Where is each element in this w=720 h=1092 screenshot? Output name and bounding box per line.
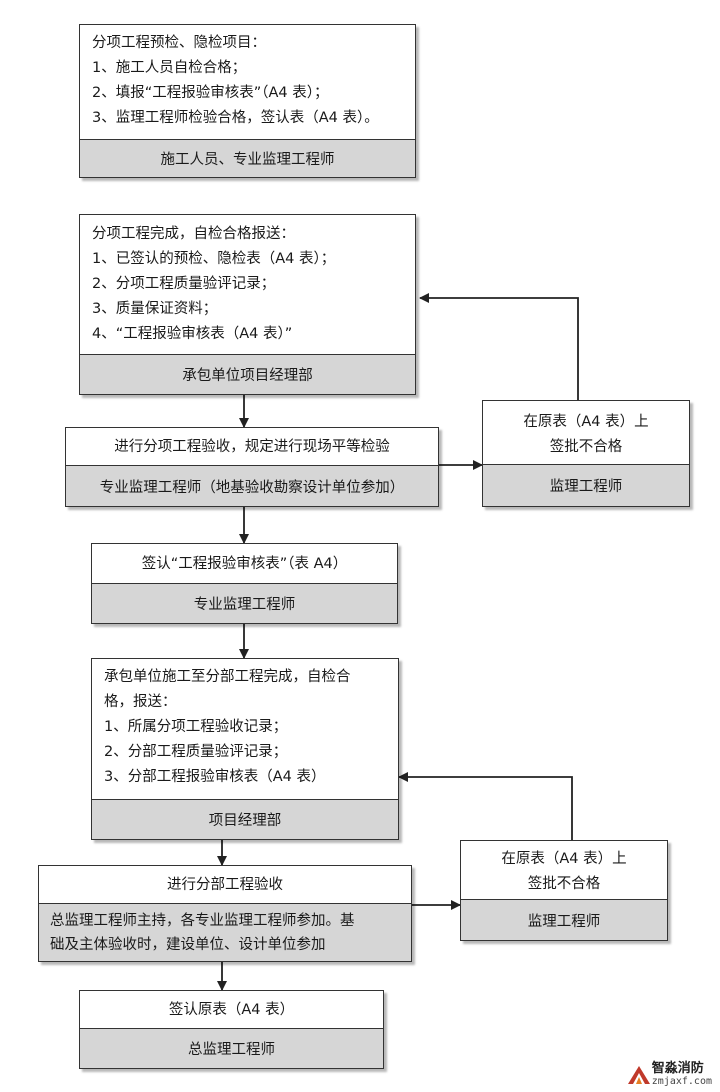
step-text-line: 格，报送：	[104, 694, 177, 710]
step-box-sign-original: 签认原表（A4 表） 总监理工程师	[79, 990, 384, 1069]
watermark-name: 智淼消防	[651, 1061, 704, 1076]
step-role: 项目经理部	[92, 799, 398, 839]
step-text-line: 3、分部工程报验审核表（A4 表）	[104, 769, 326, 785]
step-action: 签认原表（A4 表）	[168, 1001, 295, 1018]
step-role: 专业监理工程师	[92, 583, 397, 623]
step-text-line: 分项工程预检、隐检项目：	[92, 35, 266, 51]
reject-box-1: 在原表（A4 表）上 签批不合格 监理工程师	[482, 400, 690, 507]
reject-role: 监理工程师	[461, 899, 667, 940]
watermark-logo: 智淼消防 zmjaxf.com	[626, 1062, 712, 1088]
arrow-reject1-to-box2	[419, 293, 579, 400]
step-box-subitem-complete: 分项工程完成，自检合格报送： 1、已签认的预检、隐检表（A4 表）； 2、分项工…	[79, 214, 416, 395]
arrow-reject2-to-box5	[398, 772, 573, 840]
reject-text-line: 在原表（A4 表）上	[501, 851, 627, 867]
step-box-division-acceptance: 进行分部工程验收 总监理工程师主持，各专业监理工程师参加。基 础及主体验收时，建…	[38, 865, 412, 962]
step-box-division-complete: 承包单位施工至分部工程完成，自检合 格，报送： 1、所属分项工程验收记录； 2、…	[91, 658, 399, 840]
step-text-line: 4、“工程报验审核表（A4 表）”	[92, 326, 293, 342]
step-text-line: 2、分项工程质量验评记录；	[92, 276, 276, 292]
reject-text-line: 签批不合格	[527, 876, 601, 892]
reject-box-2: 在原表（A4 表）上 签批不合格 监理工程师	[460, 840, 668, 941]
step-text-line: 3、监理工程师检验合格，签认表（A4 表）。	[92, 110, 379, 126]
step-action: 进行分部工程验收	[167, 876, 283, 893]
step-role: 总监理工程师	[80, 1028, 383, 1068]
watermark-url: zmjaxf.com	[651, 1076, 712, 1087]
step-text-line: 分项工程完成，自检合格报送：	[92, 226, 295, 242]
step-text-line: 1、已签认的预检、隐检表（A4 表）；	[92, 251, 336, 267]
step-role: 专业监理工程师（地基验收勘察设计单位参加）	[66, 465, 438, 506]
step-text-line: 2、填报“工程报验审核表”（A4 表）；	[92, 85, 329, 101]
step-role: 施工人员、专业监理工程师	[80, 139, 415, 177]
step-action: 进行分项工程验收，规定进行现场平等检验	[114, 438, 390, 455]
step-text-line: 1、所属分项工程验收记录；	[104, 719, 288, 735]
flame-logo-icon	[627, 1066, 650, 1084]
step-box-sign-report: 签认“工程报验审核表”（表 A4） 专业监理工程师	[91, 543, 398, 624]
step-role-multiline: 总监理工程师主持，各专业监理工程师参加。基 础及主体验收时，建设单位、设计单位参…	[39, 903, 411, 961]
step-box-inspection-items: 分项工程预检、隐检项目： 1、施工人员自检合格； 2、填报“工程报验审核表”（A…	[79, 24, 416, 178]
step-action: 签认“工程报验审核表”（表 A4）	[141, 555, 348, 572]
step-text-line: 2、分部工程质量验评记录；	[104, 744, 288, 760]
step-box-subitem-acceptance: 进行分项工程验收，规定进行现场平等检验 专业监理工程师（地基验收勘察设计单位参加…	[65, 427, 439, 507]
step-text-line: 3、质量保证资料；	[92, 301, 218, 317]
step-text-line: 承包单位施工至分部工程完成，自检合	[104, 669, 351, 685]
step-role: 承包单位项目经理部	[80, 354, 415, 394]
step-text-line: 1、施工人员自检合格；	[92, 60, 247, 76]
step-role-line: 总监理工程师主持，各专业监理工程师参加。基	[50, 912, 355, 929]
reject-text-line: 在原表（A4 表）上	[523, 414, 649, 430]
step-role-line: 础及主体验收时，建设单位、设计单位参加	[50, 936, 326, 953]
reject-text-line: 签批不合格	[549, 439, 623, 455]
reject-role: 监理工程师	[483, 464, 689, 506]
